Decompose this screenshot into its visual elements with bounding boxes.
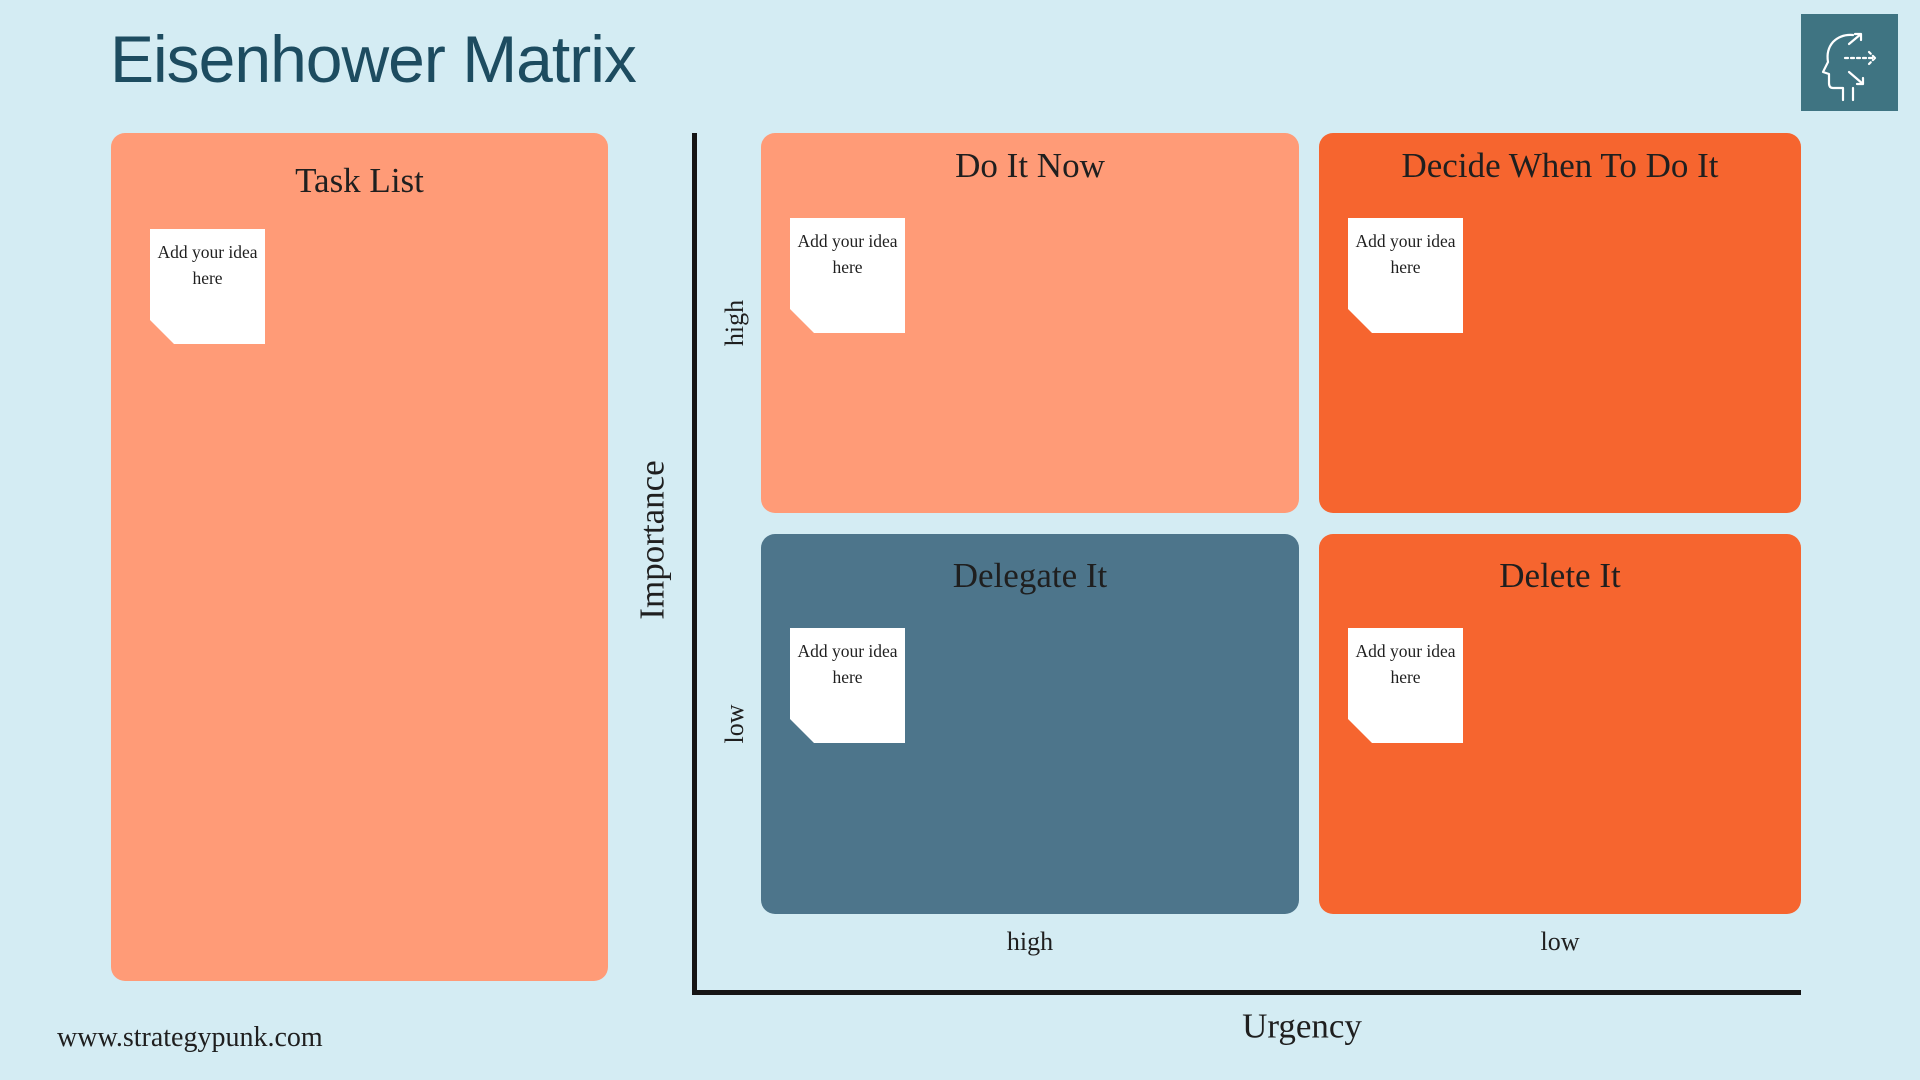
- footer-url[interactable]: www.strategypunk.com: [57, 1022, 323, 1053]
- quadrant-title: Do It Now: [955, 146, 1105, 185]
- quadrant-delegate-it: Delegate It Add your idea here: [761, 534, 1299, 914]
- urgency-low-label: low: [1540, 927, 1580, 956]
- sticky-note-text: Add your idea: [797, 641, 898, 661]
- sticky-note-text: Add your idea: [1355, 641, 1456, 661]
- sticky-note-text: Add your idea: [1355, 231, 1456, 251]
- urgency-axis-title: Urgency: [1242, 1006, 1362, 1046]
- quadrant-title: Delete It: [1499, 556, 1621, 595]
- sticky-note[interactable]: Add your idea here: [790, 628, 905, 743]
- head-with-arrows-icon: [1821, 32, 1876, 101]
- quadrant-do-it-now: Do It Now Add your idea here: [761, 133, 1299, 513]
- quadrant-delete-it: Delete It Add your idea here: [1319, 534, 1801, 914]
- sticky-note-text: here: [832, 667, 863, 687]
- quadrant-decide-when: Decide When To Do It Add your idea here: [1319, 133, 1801, 513]
- sticky-note-text: here: [1390, 257, 1421, 277]
- task-list-panel: Task List Add your idea here: [111, 133, 608, 981]
- task-list-title: Task List: [295, 161, 424, 200]
- importance-axis-title: Importance: [632, 460, 672, 620]
- sticky-note[interactable]: Add your idea here: [150, 229, 265, 344]
- sticky-note-text: here: [1390, 667, 1421, 687]
- sticky-note[interactable]: Add your idea here: [790, 218, 905, 333]
- importance-axis-line: [692, 133, 697, 995]
- sticky-note-text: Add your idea: [157, 242, 258, 262]
- page-title: Eisenhower Matrix: [110, 22, 637, 96]
- sticky-note-text: here: [192, 268, 223, 288]
- sticky-note[interactable]: Add your idea here: [1348, 218, 1463, 333]
- importance-low-label: low: [720, 704, 749, 744]
- urgency-high-label: high: [1006, 927, 1054, 956]
- quadrant-title: Decide When To Do It: [1401, 146, 1719, 185]
- quadrant-title: Delegate It: [952, 556, 1108, 595]
- sticky-note-text: here: [832, 257, 863, 277]
- sticky-note-text: Add your idea: [797, 231, 898, 251]
- logo: [1801, 14, 1898, 111]
- importance-high-label: high: [720, 299, 749, 347]
- sticky-note[interactable]: Add your idea here: [1348, 628, 1463, 743]
- urgency-axis-line: [692, 990, 1801, 995]
